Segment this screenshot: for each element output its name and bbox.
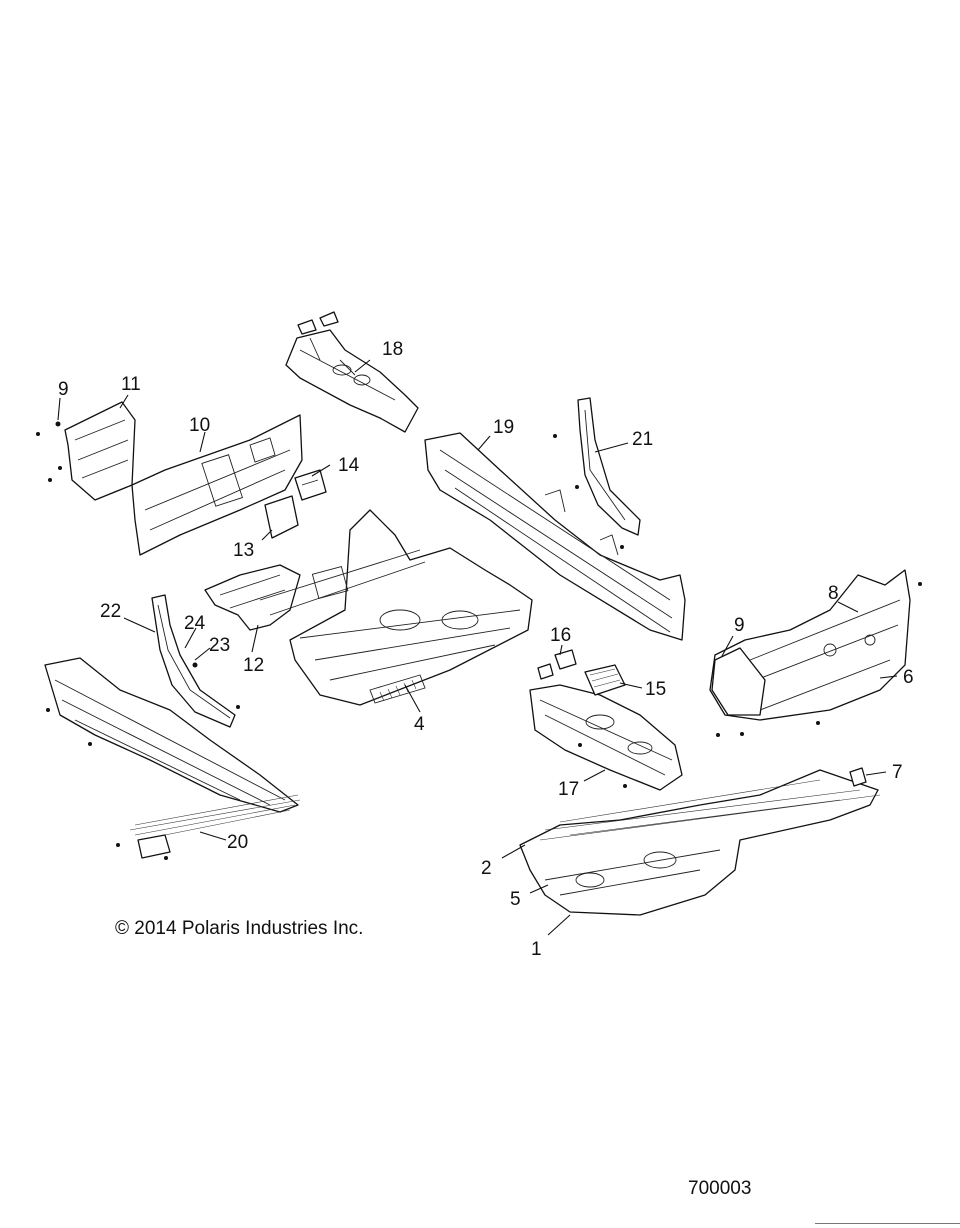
callout-10: 10 xyxy=(189,415,210,436)
part-6-right-panel xyxy=(709,569,911,721)
part-10-firewall-panel xyxy=(131,414,303,556)
callout-22: 22 xyxy=(100,601,121,622)
callout-6: 6 xyxy=(903,667,914,688)
part-16-bracket xyxy=(537,649,577,680)
callout-14: 14 xyxy=(338,455,360,476)
callout-13: 13 xyxy=(233,540,254,561)
part-15-storage-bin xyxy=(584,664,626,696)
part-12-floor-extension xyxy=(204,564,301,631)
callout-4: 4 xyxy=(414,714,425,735)
callout-9-left: 9 xyxy=(58,379,69,400)
callout-11: 11 xyxy=(121,374,141,395)
callout-12: 12 xyxy=(243,655,264,676)
callout-7: 7 xyxy=(892,762,903,783)
part-11-side-panel xyxy=(64,401,136,501)
callout-2: 2 xyxy=(481,858,492,879)
callout-9-right: 9 xyxy=(734,615,745,636)
part-17-console xyxy=(529,684,683,791)
part-4-floor-tub xyxy=(259,509,533,706)
callout-15: 15 xyxy=(645,679,666,700)
callout-labels: 1 2 4 5 6 7 8 9 9 10 11 12 13 14 15 16 1… xyxy=(58,339,914,960)
callout-16: 16 xyxy=(550,625,571,646)
callout-19: 19 xyxy=(493,417,514,438)
leader-lines xyxy=(57,359,898,936)
callout-17: 17 xyxy=(558,779,579,800)
callout-8: 8 xyxy=(828,583,839,604)
callout-24: 24 xyxy=(184,613,206,634)
callout-20: 20 xyxy=(227,832,248,853)
part-1-floor-pan xyxy=(519,767,881,916)
callout-5: 5 xyxy=(510,889,521,910)
part-13-plate xyxy=(264,495,299,539)
part-22-pillar xyxy=(151,594,236,728)
callout-1: 1 xyxy=(531,939,542,960)
drawing-number: 700003 xyxy=(688,1178,752,1199)
fasteners xyxy=(36,421,922,860)
callout-21: 21 xyxy=(632,429,653,450)
callout-18: 18 xyxy=(382,339,403,360)
part-19-side-sill xyxy=(424,432,686,641)
callout-23: 23 xyxy=(209,635,230,656)
part-21-pillar xyxy=(577,397,641,536)
part-14-plate xyxy=(294,469,327,501)
corner-rule xyxy=(815,1223,960,1224)
part-20-side-sill xyxy=(44,657,301,859)
part-18-rear-panel xyxy=(285,311,419,433)
copyright-notice: © 2014 Polaris Industries Inc. xyxy=(115,918,364,939)
